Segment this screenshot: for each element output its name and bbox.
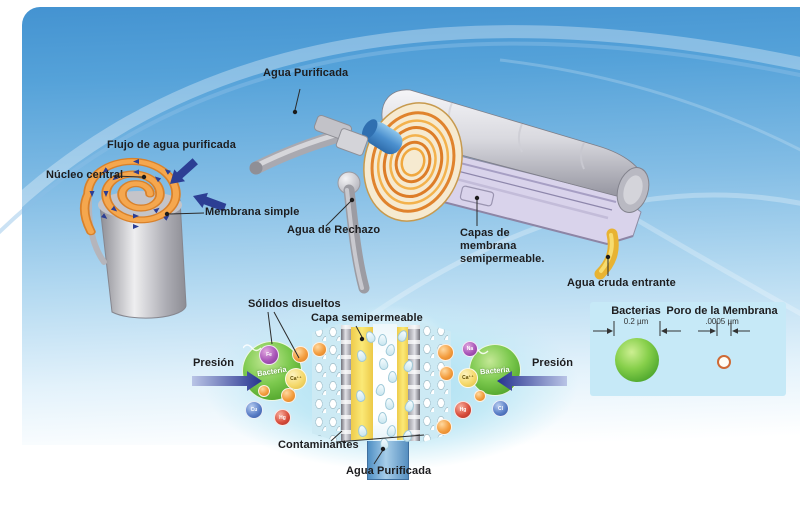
dissolved-solid-particle [292,346,309,363]
semipermeable-layer-left [351,327,373,440]
label-presion-derecha: Presión [532,357,574,369]
ion-hg-right: Hg [454,401,472,419]
ion-hg-left: Hg [274,409,291,426]
dissolved-solid-particle [437,344,454,361]
plate-ridge-left [341,325,351,441]
perforated-plate-left [312,323,342,443]
size-comparison-panel: Bacterias 0.2 µm Poro de la Membrana .00… [590,302,786,396]
label-contaminantes: Contaminantes [278,439,359,451]
label-membrana-simple: Membrana simple [205,206,300,218]
legend-bacterias-size: 0.2 µm [623,317,649,326]
water-drop-icon [388,371,397,383]
ion-cu: Cu [245,401,263,419]
membrane-pore-icon [717,355,731,369]
ion-cl: Cl [492,400,509,417]
legend-poro-size: .0005 µm [705,317,739,326]
bacteria-sphere-icon [615,338,659,382]
bacteria-right-label: Bacteria [479,364,511,376]
dissolved-solid-particle [312,342,327,357]
legend-poro-title: Poro de la Membrana [666,305,778,317]
dissolved-solid-particle [258,385,270,397]
label-agua-purificada-top: Agua Purificada [263,67,349,79]
plate-ridge-right [408,325,420,441]
water-drop-icon [378,412,387,424]
dissolved-solid-particle [281,388,296,403]
legend-bacterias-title: Bacterias [611,305,661,317]
ion-ca-right: Ca⁺⁺ [458,368,478,388]
label-agua-cruda-entrante: Agua cruda entrante [567,277,676,289]
label-solidos-disueltos: Sólidos disueltos [248,298,341,310]
label-capa-semipermeable: Capa semipermeable [311,312,423,324]
dissolved-solid-particle [436,419,452,435]
label-presion-izquierda: Presión [193,357,235,369]
water-drop-icon [378,334,387,346]
dissolved-solid-particle [439,366,454,381]
label-agua-de-rechazo: Agua de Rechazo [287,224,381,236]
label-capas-de-membrana: Capas de membrana semipermeable. [460,227,545,265]
bacteria-left-label: Bacteria [256,364,288,378]
ion-fe: Fe [259,345,279,365]
semipermeable-layer-right [397,327,409,440]
ion-na: Na [462,341,478,357]
ion-ca-left: Ca⁺⁺ [285,368,307,390]
label-nucleo-central: Núcleo central [46,169,124,181]
dissolved-solid-particle [474,390,486,402]
label-agua-purificada-inferior: Agua Purificada [346,465,432,477]
label-flujo-agua-purificada: Flujo de agua purificada [107,139,236,151]
